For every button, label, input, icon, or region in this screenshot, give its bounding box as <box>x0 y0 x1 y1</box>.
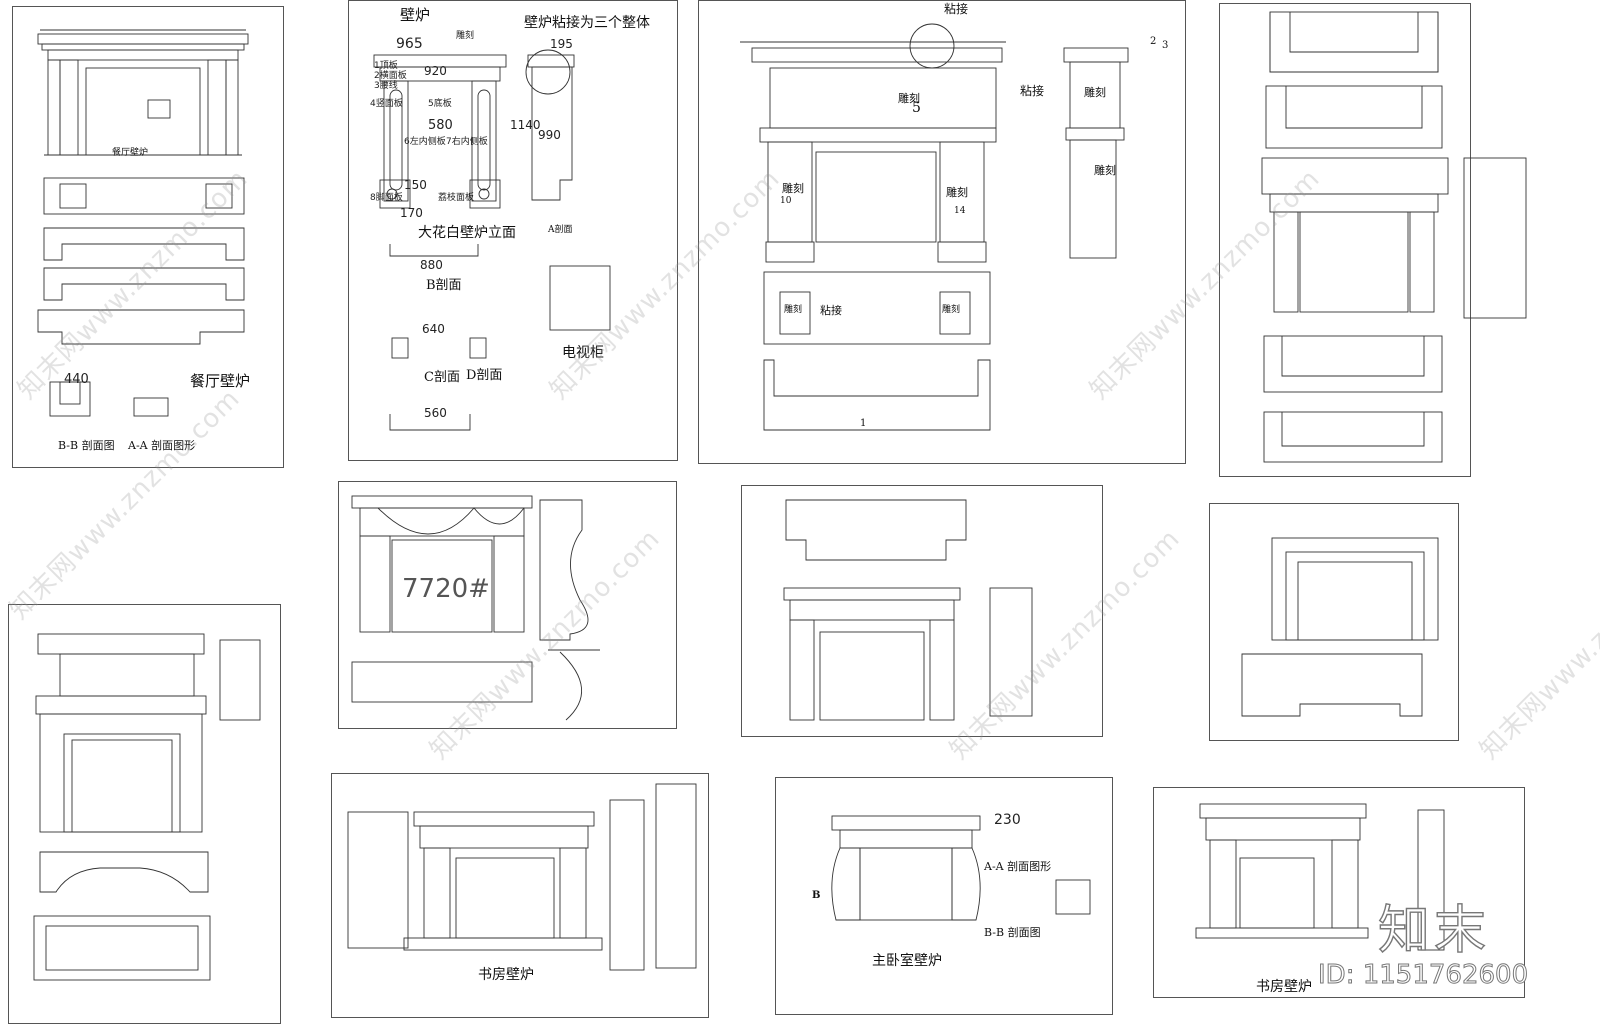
part-number-2: 2 <box>1150 36 1157 47</box>
sheet-study-2 <box>1153 787 1525 998</box>
part-bottom-board: 5底板 <box>428 99 452 109</box>
section-c-label: C剖面 <box>424 370 460 385</box>
dim-170: 170 <box>400 206 423 220</box>
carve-label-7: 雕刻 <box>942 305 961 315</box>
carve-label-4: 雕刻 <box>1084 86 1106 99</box>
sheet-bonded-fireplace <box>698 0 1186 464</box>
section-a-label: A剖面 <box>548 225 573 235</box>
dim-880: 880 <box>420 258 443 272</box>
bond-label-3: 粘接 <box>820 304 842 317</box>
part-litchi-board: 荔枝面板 <box>438 193 475 203</box>
dining-fireplace-subtitle: 餐厅壁炉 <box>112 148 149 158</box>
part-number-1: 1 <box>860 418 867 429</box>
section-d-label: D剖面 <box>466 368 503 383</box>
dim-195: 195 <box>550 37 573 51</box>
sheet-dining-fireplace <box>12 6 284 468</box>
brand-logo: 知末 <box>1377 900 1491 961</box>
image-id: ID: 1151762600 <box>1317 960 1529 991</box>
carve-label-2: 雕刻 <box>782 182 804 195</box>
dim-1140: 1140 <box>510 118 541 132</box>
carve-label-5: 雕刻 <box>1094 164 1116 177</box>
carve-label-1: 雕刻 <box>898 92 920 105</box>
sheet-right-top <box>1219 3 1471 477</box>
part-number-5: 5 <box>912 100 921 116</box>
part-number-10: 10 <box>780 196 792 206</box>
part-carved: 雕刻 <box>456 31 475 41</box>
sheet-middle <box>741 485 1103 737</box>
sheet-dahuabai-fireplace <box>348 0 678 461</box>
sheet-left-bottom <box>8 604 281 1024</box>
dim-920: 920 <box>424 64 447 78</box>
master-marker-b: B <box>812 890 821 901</box>
sheet-master-bedroom <box>775 777 1113 1015</box>
dim-990: 990 <box>538 128 561 142</box>
model-code-7720: 7720# <box>402 574 490 604</box>
dim-560: 560 <box>424 406 447 420</box>
part-right-inner: 7右内侧板 <box>446 137 488 147</box>
dim-965: 965 <box>396 36 423 52</box>
dim-150: 150 <box>404 178 427 192</box>
master-bedroom-fireplace-title: 主卧室壁炉 <box>872 953 942 969</box>
dim-640: 640 <box>422 322 445 336</box>
sheet-right-middle <box>1209 503 1459 741</box>
section-aa-label: A-A 剖面图形 <box>128 439 196 452</box>
section-b-label: B剖面 <box>426 278 462 293</box>
dining-fireplace-title: 餐厅壁炉 <box>190 372 251 390</box>
fireplace-title: 壁炉 <box>400 6 431 24</box>
part-top-board: 1顶板 <box>374 61 398 71</box>
sheet-study-1 <box>331 773 709 1018</box>
part-foot-board: 8脚面板 <box>370 193 403 203</box>
elevation-title: 大花白壁炉立面 <box>418 225 516 241</box>
bond-label-1: 粘接 <box>944 2 969 16</box>
carve-label-3: 雕刻 <box>946 186 968 199</box>
tv-cabinet-label: 电视柜 <box>562 345 604 361</box>
part-number-14: 14 <box>954 206 966 216</box>
part-left-inner: 6左内侧板 <box>404 137 446 147</box>
master-section-aa: A-A 剖面图形 <box>984 860 1052 873</box>
part-waistline: 3腰线 <box>374 81 398 91</box>
part-number-3: 3 <box>1162 40 1169 51</box>
study-fireplace-title-1: 书房壁炉 <box>478 967 534 983</box>
part-vertical-board: 4竖面板 <box>370 99 403 109</box>
master-section-bb: B-B 剖面图 <box>984 926 1041 939</box>
study-fireplace-title-2: 书房壁炉 <box>1256 979 1312 995</box>
bonded-note: 壁炉粘接为三个整体 <box>524 15 650 31</box>
dim-580: 580 <box>428 118 453 133</box>
part-cross-board: 2横面板 <box>374 71 407 81</box>
carve-label-6: 雕刻 <box>784 305 803 315</box>
master-dim-230: 230 <box>994 812 1021 828</box>
dim-440: 440 <box>64 372 89 387</box>
bond-label-2: 粘接 <box>1020 84 1045 98</box>
section-bb-label: B-B 剖面图 <box>58 439 115 452</box>
